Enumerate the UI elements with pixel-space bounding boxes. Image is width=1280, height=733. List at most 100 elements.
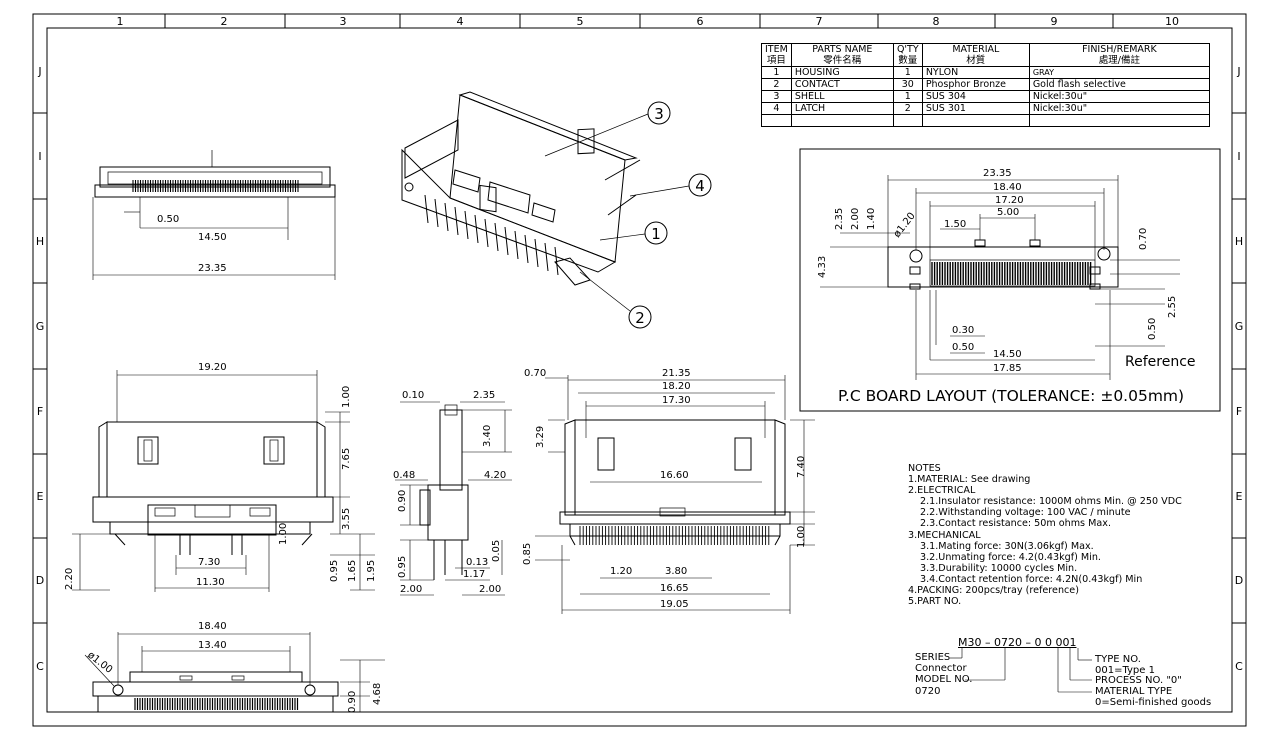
dim-text: 4.20 (484, 470, 506, 481)
table-row-empty (761, 114, 1211, 127)
dim-text: 3.55 (341, 508, 352, 530)
bottom-view: 18.40 13.40 ø1.00 0.90 4.68 (84, 621, 385, 713)
pcb-layout-title: P.C BOARD LAYOUT (TOLERANCE: ±0.05mm) (838, 387, 1184, 405)
note-line: 2.1.Insulator resistance: 1000M ohms Min… (920, 496, 1182, 508)
balloon-2: 2 (635, 309, 645, 327)
balloon-1: 1 (651, 225, 661, 243)
dim-text: 5.00 (997, 207, 1019, 218)
col-label: 6 (697, 15, 704, 28)
dim-text: 7.40 (796, 456, 807, 478)
pin-line (504, 226, 509, 256)
row-label: J (37, 65, 41, 78)
part-no-material-value: 0=Semi-finished goods (1095, 697, 1212, 708)
dim-text: 1.20 (610, 566, 632, 577)
dim-text: 0.90 (397, 490, 408, 512)
dim-text: 17.20 (995, 195, 1024, 206)
balloon-3: 3 (654, 105, 664, 123)
part-no-type: TYPE NO. (1095, 654, 1141, 665)
dim-text: 19.05 (660, 599, 689, 610)
part-no-material: MATERIAL TYPE (1095, 686, 1173, 697)
row-label: J (1236, 65, 1240, 78)
dim-text: 1.40 (866, 208, 877, 230)
dim-text: 17.30 (662, 395, 691, 406)
dim-text: 14.50 (993, 349, 1022, 360)
reference-label: Reference (1125, 354, 1196, 370)
dim-text: 0.70 (1138, 228, 1149, 250)
dim-text: ø1.00 (85, 650, 114, 676)
part-no-model: MODEL NO. (915, 674, 973, 685)
note-line: 3.3.Durability: 10000 cycles Min. (920, 562, 1078, 574)
dim-text: 0.30 (952, 325, 974, 336)
balloon-group: 3 4 1 2 (544, 101, 712, 329)
col-label: 8 (933, 15, 940, 28)
col-label: 4 (457, 15, 464, 28)
pin-line (534, 238, 539, 268)
row-label: G (36, 320, 45, 333)
pin-line (554, 246, 559, 276)
pin-line (444, 202, 449, 232)
row-label: I (1237, 150, 1240, 163)
dim-text: 1.95 (366, 560, 377, 582)
pin-line (424, 194, 429, 224)
dim-text: 0.70 (524, 368, 546, 379)
row-label: F (37, 405, 43, 418)
row-label: E (1236, 490, 1243, 503)
col-label: 1 (117, 15, 124, 28)
dim-text: 1.65 (347, 560, 358, 582)
pin-line (454, 206, 459, 236)
part-no-code: M30 – 0720 – 0 0 001 (958, 636, 1077, 649)
part-no-series-value: Connector (915, 663, 967, 674)
balloon-4: 4 (695, 177, 705, 195)
row-label: I (38, 150, 41, 163)
dim-text: 2.55 (1167, 296, 1178, 318)
notes-title: NOTES (908, 463, 941, 474)
table-row: 1 HOUSING 1 NYLON GRAY (761, 66, 1211, 79)
pin-line (464, 210, 469, 240)
pin-line (544, 242, 549, 272)
part-no-type-value: 001=Type 1 (1095, 665, 1155, 676)
note-line: 2.3.Contact resistance: 50m ohms Max. (920, 518, 1111, 530)
dim-text: 0.95 (329, 560, 340, 582)
pin-line (494, 222, 499, 252)
dim-text: 13.40 (198, 640, 227, 651)
dim-text: ø1.20 (892, 211, 918, 240)
front-view: 19.20 1.00 7.65 3.55 1.00 7.30 11.30 0.9… (64, 362, 377, 592)
dim-text: 2.00 (400, 584, 422, 595)
row-label: D (1235, 574, 1243, 587)
dim-text: 23.35 (983, 168, 1012, 179)
dim-text: 18.20 (662, 381, 691, 392)
dim-text: 0.50 (157, 214, 179, 225)
row-ruler: J I H G F E D C J I H G F E D C (33, 65, 1246, 673)
dim-text: 0.48 (393, 470, 415, 481)
table-row: 3 SHELL 1 SUS 304 Nickel:30u" (761, 90, 1211, 103)
pin-line (524, 234, 529, 264)
row-label: H (1235, 235, 1243, 248)
dim-text: 3.40 (482, 425, 493, 447)
dim-text: 1.17 (463, 569, 485, 580)
dim-text: 7.30 (198, 557, 220, 568)
dim-text: 1.50 (944, 219, 966, 230)
side-view: 0.10 2.35 3.40 0.48 4.20 0.90 0.95 0.13 … (393, 390, 512, 596)
pcb-layout: 23.35 18.40 17.20 5.00 1.50 2.35 2.00 1.… (799, 148, 1221, 412)
dim-text: 2.00 (850, 208, 861, 230)
note-line: 3.1.Mating force: 30N(3.06kgf) Max. (920, 540, 1094, 552)
notes-block: NOTES 1.MATERIAL: See drawing 2.ELECTRIC… (908, 463, 1182, 607)
top-view: 0.50 14.50 23.35 (92, 150, 336, 280)
dim-text: 3.80 (665, 566, 687, 577)
dim-text: 19.20 (198, 362, 227, 373)
part-no-diagram (950, 648, 1092, 693)
pin-line (434, 198, 439, 228)
dim-text: 7.65 (341, 448, 352, 470)
dim-text: 1.00 (278, 523, 289, 545)
dim-text: 0.95 (397, 556, 408, 578)
rear-view: 0.70 21.35 18.20 17.30 3.29 16.60 7.40 1… (522, 368, 815, 614)
col-label: 5 (577, 15, 584, 28)
dim-text: 16.65 (660, 583, 689, 594)
pin-line (484, 218, 489, 248)
